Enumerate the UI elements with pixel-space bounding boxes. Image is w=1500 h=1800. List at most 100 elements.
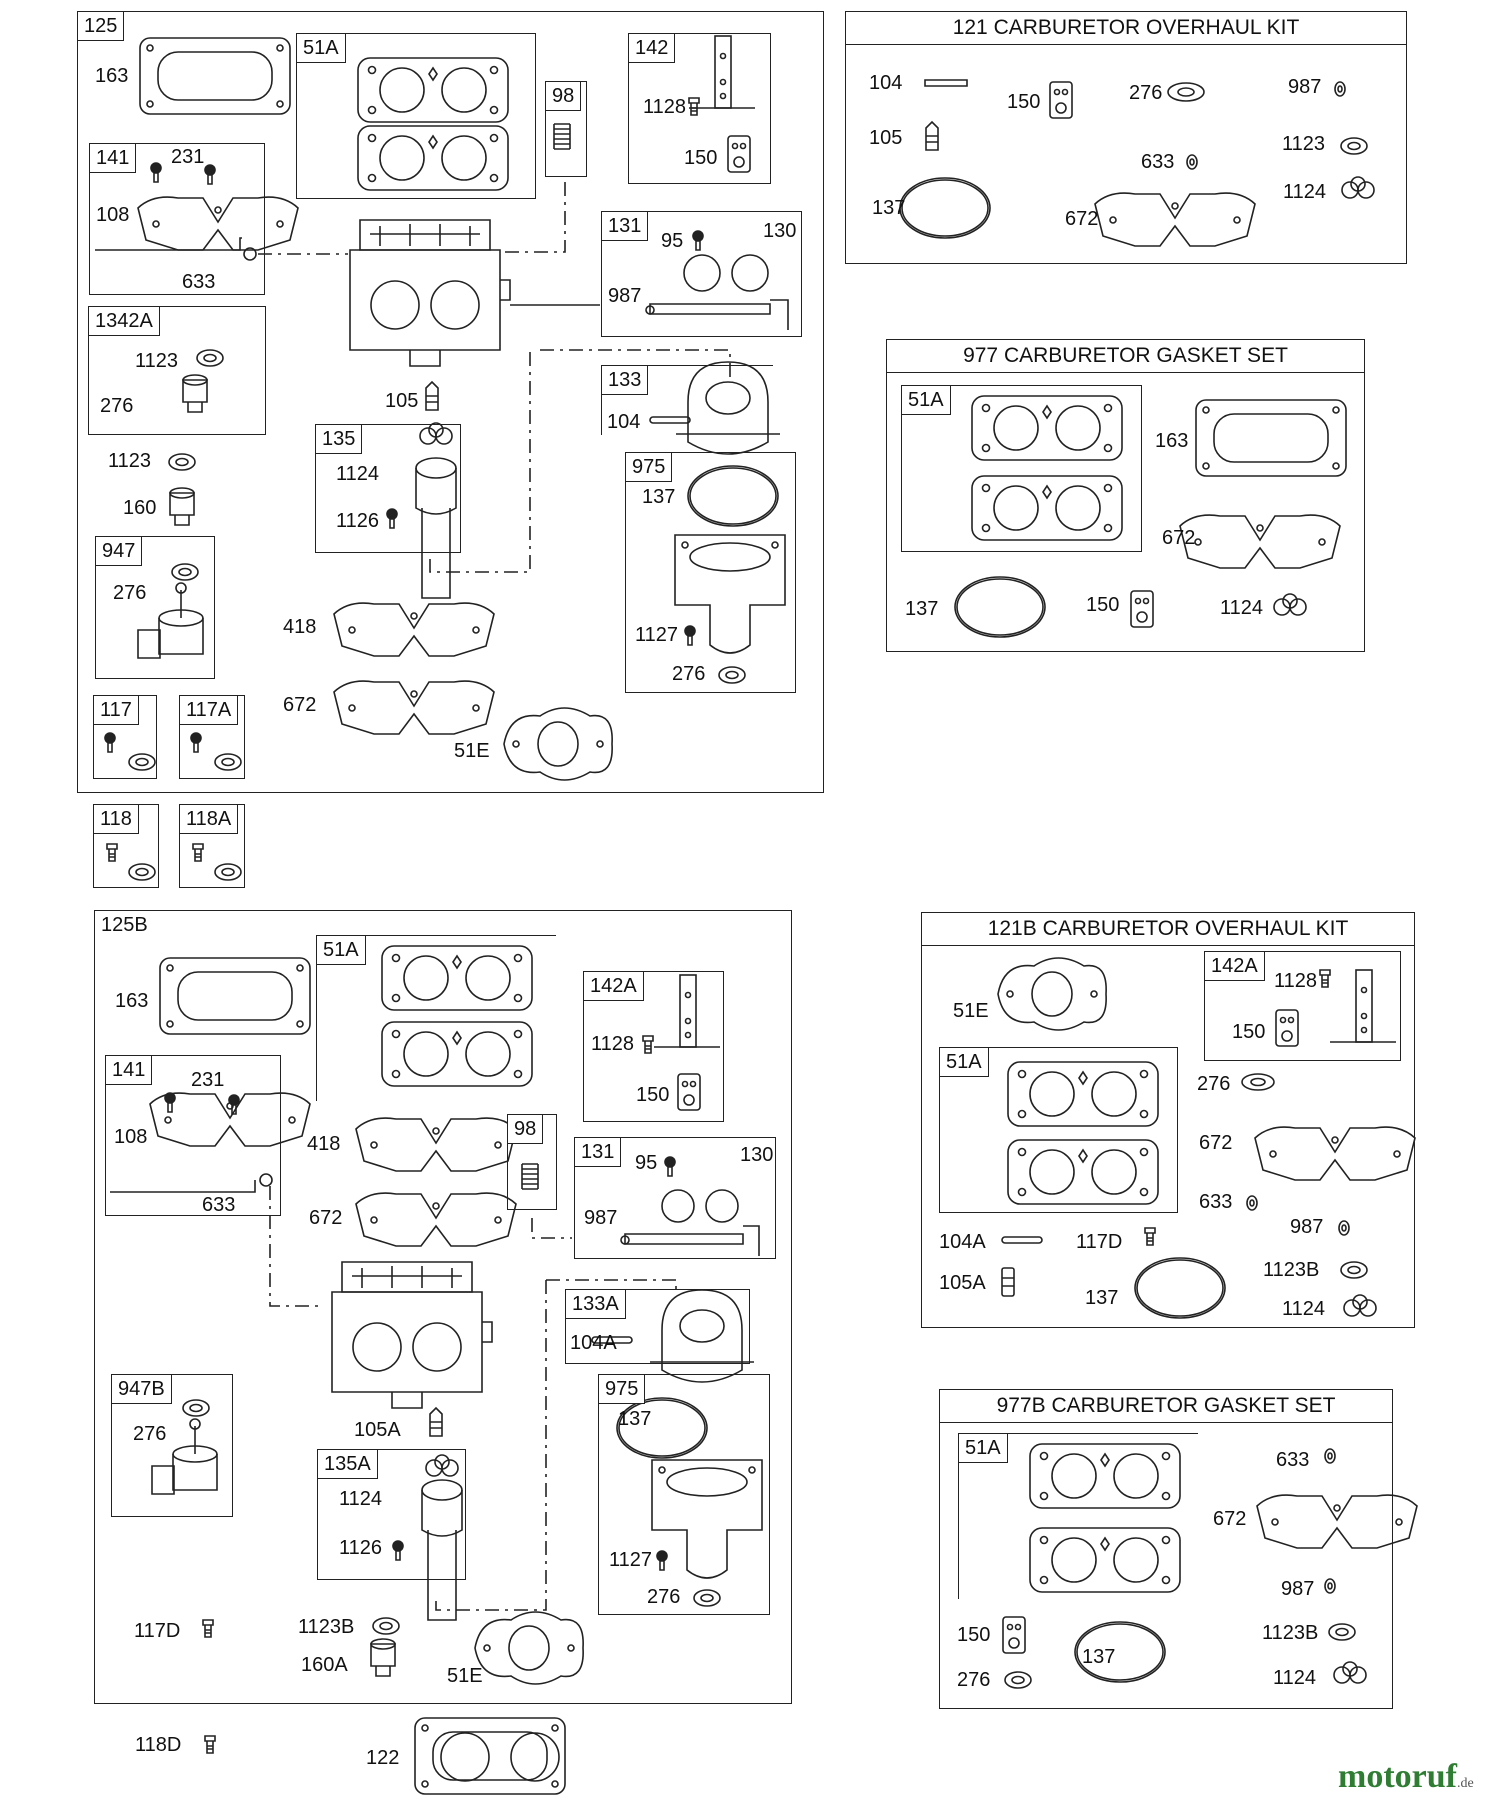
box-tag-125b: 125B (95, 911, 154, 939)
part-label: 150 (1007, 91, 1041, 113)
part-label: 117D (134, 1620, 181, 1642)
part-label: 1124 (339, 1488, 383, 1510)
box-tag-975: 975 (626, 453, 673, 482)
part-label: 1126 (339, 1537, 383, 1559)
part-label: 105 (385, 390, 419, 412)
part-label: 987 (608, 285, 642, 307)
group-51a-bottom: 51A (316, 935, 556, 1101)
part-label: 276 (113, 582, 147, 604)
part-label: 672 (1199, 1132, 1233, 1154)
part-label: 1128 (1274, 970, 1318, 992)
group-131-top: 131 (601, 211, 802, 337)
group-98-bottom: 98 (507, 1114, 557, 1210)
assembly-125b-frame: 125B (94, 910, 792, 1704)
part-label: 104 (607, 411, 641, 433)
box-tag-98: 98 (546, 82, 582, 111)
brand-logo: motoruf.de (1338, 1758, 1474, 1796)
brand-suffix: .de (1456, 1776, 1474, 1791)
part-label: 150 (1232, 1021, 1266, 1043)
part-label: 163 (1155, 430, 1189, 452)
group-51a-top: 51A (296, 33, 536, 199)
kit-977b-frame: 977B CARBURETOR GASKET SET (939, 1389, 1393, 1709)
part-label: 672 (309, 1207, 343, 1229)
part-label: 1123 (108, 450, 152, 472)
box-tag-117: 117 (94, 696, 139, 725)
part-label: 987 (1290, 1216, 1324, 1238)
group-135a: 135A (317, 1449, 466, 1580)
brand-name: motoruf (1338, 1758, 1457, 1795)
part-label: 276 (100, 395, 134, 417)
part-label: 51E (454, 740, 490, 762)
part-label: 276 (1129, 82, 1163, 104)
part-label: 1123 (1282, 133, 1326, 155)
kit-977-frame: 977 CARBURETOR GASKET SET (886, 339, 1365, 652)
part-label: 105A (354, 1419, 401, 1441)
group-51a-kit977b: 51A (958, 1433, 1198, 1599)
part-label: 108 (114, 1126, 148, 1148)
part-label: 672 (283, 694, 317, 716)
part-label: 137 (642, 486, 676, 508)
part-label: 137 (1082, 1646, 1116, 1668)
box-tag-142: 142 (629, 34, 676, 63)
box-tag-98: 98 (508, 1115, 544, 1144)
part-label: 1127 (635, 624, 679, 646)
part-label: 987 (1281, 1578, 1315, 1600)
part-label: 160 (123, 497, 157, 519)
part-label: 1127 (609, 1549, 653, 1571)
part-label: 418 (307, 1133, 341, 1155)
part-label: 1128 (643, 96, 687, 118)
part-label: 672 (1162, 527, 1196, 549)
group-975-top: 975 (625, 452, 796, 693)
kit-977-title: 977 CARBURETOR GASKET SET (887, 340, 1364, 373)
group-117: 117 (93, 695, 157, 779)
box-tag-118: 118 (94, 805, 139, 834)
group-142a-kit: 142A (1204, 951, 1401, 1061)
group-1342a: 1342A (88, 306, 266, 435)
part-label: 137 (1085, 1287, 1119, 1309)
part-label: 276 (1197, 1073, 1231, 1095)
part-label: 95 (635, 1152, 658, 1174)
part-label: 122 (366, 1747, 400, 1769)
part-label: 633 (202, 1194, 236, 1216)
box-tag-118a: 118A (180, 805, 239, 834)
part-label: 1124 (1220, 597, 1264, 619)
part-label: 633 (182, 271, 216, 293)
group-141-bottom: 141 (105, 1055, 281, 1216)
part-label: 276 (647, 1586, 681, 1608)
part-label: 150 (684, 147, 718, 169)
part-label: 276 (672, 663, 706, 685)
part-label: 130 (740, 1144, 774, 1166)
part-label: 163 (95, 65, 129, 87)
part-label: 276 (957, 1669, 991, 1691)
part-label: 137 (905, 598, 939, 620)
kit-121-frame: 121 CARBURETOR OVERHAUL KIT (845, 11, 1407, 264)
part-label: 1123 (135, 350, 179, 372)
part-label: 633 (1141, 151, 1175, 173)
part-label: 137 (872, 197, 906, 219)
part-label: 1126 (336, 510, 380, 532)
part-label: 51E (953, 1000, 989, 1022)
kit-121b-frame: 121B CARBURETOR OVERHAUL KIT (921, 912, 1415, 1328)
part-label: 160A (301, 1654, 348, 1676)
part-label: 672 (1065, 208, 1099, 230)
group-118: 118 (93, 804, 159, 888)
part-label: 118D (135, 1734, 182, 1756)
part-label: 163 (115, 990, 149, 1012)
group-131-bottom: 131 (574, 1137, 776, 1259)
part-label: 137 (618, 1408, 652, 1430)
part-label: 105A (939, 1272, 986, 1294)
part-label: 105 (869, 127, 903, 149)
group-51a-kit121b: 51A (939, 1047, 1178, 1213)
group-141-top: 141 (89, 143, 265, 295)
part-label: 51E (447, 1665, 483, 1687)
part-label: 104A (939, 1231, 986, 1253)
part-label: 150 (636, 1084, 670, 1106)
group-133a: 133A (565, 1289, 750, 1364)
box-tag-975: 975 (599, 1375, 646, 1404)
part-label: 231 (191, 1069, 225, 1091)
group-142a: 142A (583, 971, 724, 1122)
box-tag-133: 133 (602, 366, 649, 395)
group-142: 142 (628, 33, 771, 184)
part-label: 130 (763, 220, 797, 242)
